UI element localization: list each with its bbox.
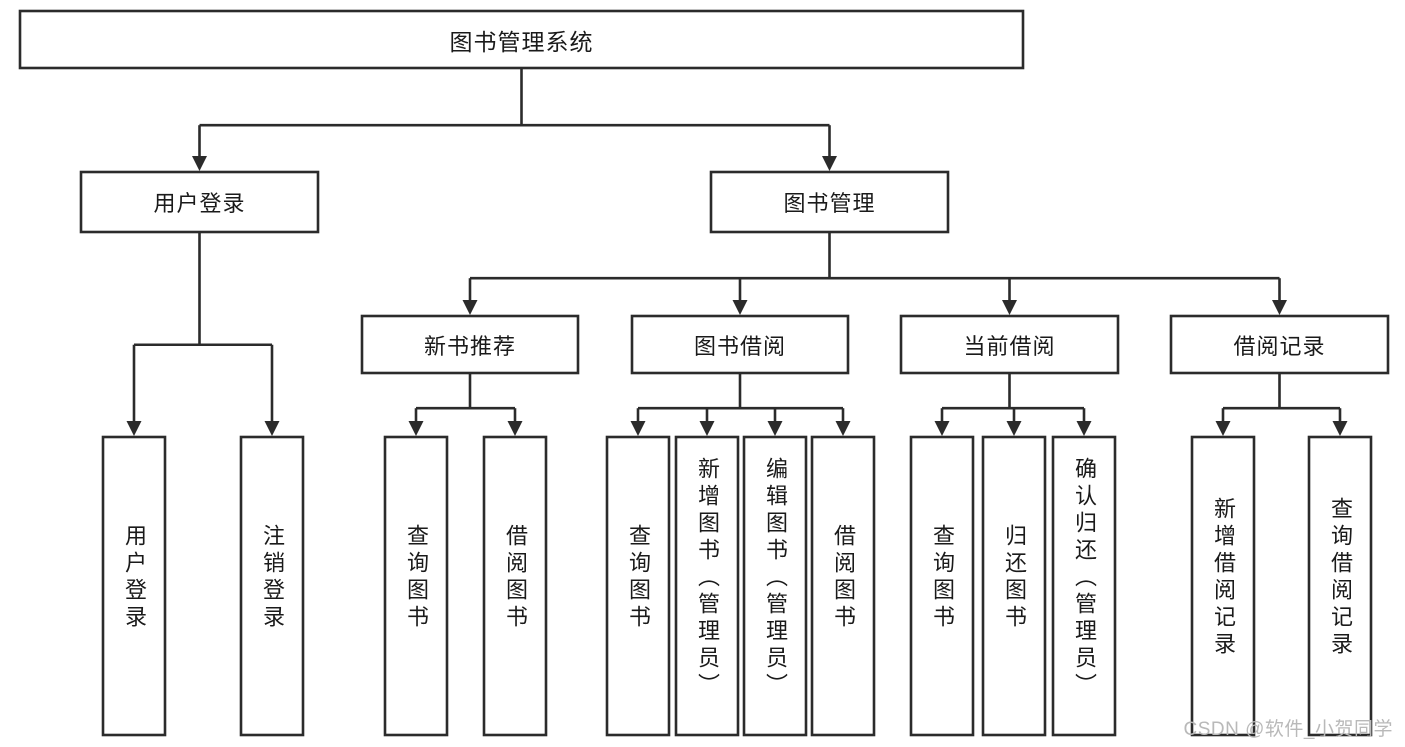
node-box-leaf-query-borrow-record[interactable] [1307, 435, 1373, 737]
arrow-head-icon [1332, 421, 1348, 436]
connectors-layer [126, 68, 1348, 436]
node-box-book-borrow[interactable] [630, 314, 850, 375]
node-box-leaf-edit-book-admin[interactable] [742, 435, 808, 737]
node-box-borrow-record[interactable] [1169, 314, 1390, 375]
node-box-leaf-user-login[interactable] [101, 435, 167, 737]
arrow-head-icon [934, 421, 950, 436]
arrow-head-icon [1272, 300, 1287, 315]
node-box-leaf-return-book[interactable] [981, 435, 1047, 737]
node-box-root[interactable] [18, 9, 1025, 70]
arrow-head-icon [1215, 421, 1231, 436]
arrow-head-icon [822, 156, 837, 171]
node-box-current-borrow[interactable] [899, 314, 1120, 375]
node-box-leaf-query-book-1[interactable] [383, 435, 449, 737]
node-box-user-login[interactable] [79, 170, 320, 234]
arrow-head-icon [507, 421, 523, 436]
boxes-layer [18, 9, 1390, 737]
node-box-leaf-confirm-return-admin[interactable] [1051, 435, 1117, 737]
arrow-head-icon [126, 421, 142, 436]
node-box-leaf-borrow-book-1[interactable] [482, 435, 548, 737]
arrow-head-icon [767, 421, 783, 436]
arrow-head-icon [835, 421, 851, 436]
node-box-leaf-logout-login[interactable] [239, 435, 305, 737]
arrow-head-icon [192, 156, 207, 171]
node-box-leaf-borrow-book-2[interactable] [810, 435, 876, 737]
node-box-leaf-query-book-3[interactable] [909, 435, 975, 737]
arrow-head-icon [1002, 300, 1017, 315]
arrow-head-icon [1006, 421, 1022, 436]
arrow-head-icon [630, 421, 646, 436]
node-box-book-management[interactable] [709, 170, 950, 234]
node-box-leaf-add-borrow-record[interactable] [1190, 435, 1256, 737]
arrow-head-icon [699, 421, 715, 436]
node-box-leaf-add-book-admin[interactable] [674, 435, 740, 737]
arrow-head-icon [462, 300, 478, 315]
arrow-head-icon [408, 421, 424, 436]
watermark-text: CSDN @软件_小贺同学 [1183, 719, 1393, 740]
arrow-head-icon [264, 421, 280, 436]
arrow-head-icon [1076, 421, 1092, 436]
arrow-head-icon [732, 300, 748, 315]
node-box-leaf-query-book-2[interactable] [605, 435, 671, 737]
node-box-new-book-recommend[interactable] [360, 314, 580, 375]
